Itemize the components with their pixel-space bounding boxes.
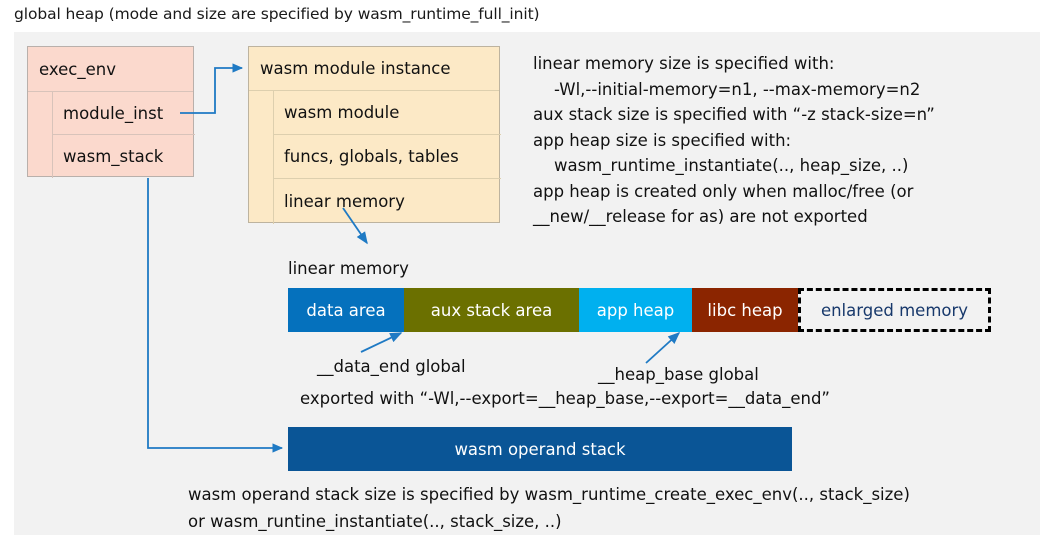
exec-env-row-wasm-stack: wasm_stack <box>53 135 195 178</box>
linear-memory-row-label: linear memory <box>284 192 405 211</box>
exec-env-row-module-inst: module_inst <box>53 92 195 135</box>
wasm-module-instance-header: wasm module instance <box>249 47 499 91</box>
exported-with-label: exported with “-Wl,--export=__heap_base,… <box>300 389 830 408</box>
heap-base-global-label: __heap_base global <box>598 365 759 384</box>
memory-segment-app-heap: app heap <box>579 288 692 332</box>
memory-segment-label: data area <box>306 300 386 320</box>
wasm-module-instance-header-label: wasm module instance <box>260 59 451 78</box>
data-end-global-label: __data_end global <box>317 357 466 376</box>
linear-memory-bar: data area aux stack area app heap libc h… <box>288 288 991 332</box>
memory-segment-label: libc heap <box>707 300 783 320</box>
memory-segment-data-area: data area <box>288 288 404 332</box>
exec-env-header: exec_env <box>28 47 193 92</box>
funcs-globals-tables-label: funcs, globals, tables <box>284 147 459 166</box>
module-instance-indent-column <box>249 91 274 224</box>
wasm-module-label: wasm module <box>284 103 400 122</box>
wasm-stack-label: wasm_stack <box>63 147 164 166</box>
memory-segment-label: aux stack area <box>430 300 553 320</box>
linear-memory-caption: linear memory <box>288 259 409 278</box>
instance-row-linear-memory: linear memory <box>274 179 501 224</box>
module-inst-label: module_inst <box>63 103 164 123</box>
instance-row-wasm-module: wasm module <box>274 91 501 135</box>
instance-row-funcs-globals-tables: funcs, globals, tables <box>274 135 501 179</box>
wasm-operand-stack-box: wasm operand stack <box>288 427 792 471</box>
memory-segment-label: app heap <box>596 300 675 320</box>
memory-segment-label: enlarged memory <box>820 300 969 320</box>
wasm-module-instance-box: wasm module instance wasm module funcs, … <box>248 46 501 224</box>
exec-env-header-label: exec_env <box>39 59 116 79</box>
operand-stack-note: wasm operand stack size is specified by … <box>188 485 910 531</box>
memory-segment-aux-stack-area: aux stack area <box>404 288 579 332</box>
memory-segment-enlarged-memory: enlarged memory <box>798 288 991 332</box>
exec-env-box: exec_env module_inst wasm_stack <box>27 46 195 178</box>
exec-env-indent-column <box>28 92 53 178</box>
wasm-operand-stack-label: wasm operand stack <box>454 439 626 459</box>
page-title: global heap (mode and size are specified… <box>14 5 540 23</box>
linear-memory-note: linear memory size is specified with: -W… <box>533 54 935 226</box>
memory-segment-libc-heap: libc heap <box>692 288 798 332</box>
